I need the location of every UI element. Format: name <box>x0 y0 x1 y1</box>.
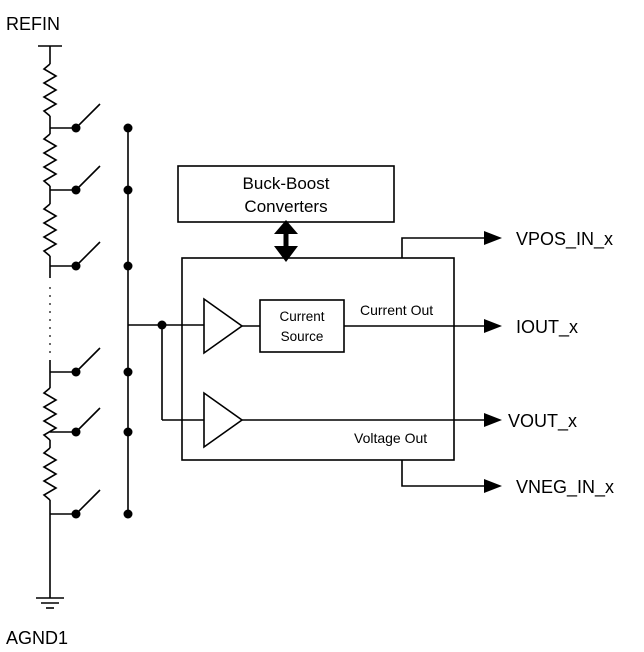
current-source-label-line2: Source <box>281 329 324 344</box>
junction-dot <box>123 427 133 437</box>
switch-blade <box>75 347 101 373</box>
switch-blade <box>75 241 101 267</box>
vneg-in-label: VNEG_IN_x <box>516 477 614 498</box>
switch-blade <box>75 489 101 515</box>
vpos-in-label: VPOS_IN_x <box>516 229 613 250</box>
buck-boost-label-line2: Converters <box>244 197 327 216</box>
current-amplifier <box>203 297 244 355</box>
vout-label: VOUT_x <box>508 411 577 432</box>
ladder-continuation-dots <box>49 287 51 353</box>
voltage-out-label: Voltage Out <box>354 430 427 446</box>
bidirectional-arrow-up-head <box>274 220 298 234</box>
resistor <box>42 63 58 117</box>
switch-blade <box>75 165 101 191</box>
vpos-arrow-head <box>484 231 502 245</box>
iout-label: IOUT_x <box>516 317 578 338</box>
vneg-wire <box>401 460 484 487</box>
junction-dot <box>71 185 81 195</box>
resistor <box>42 447 58 501</box>
current-out-label: Current Out <box>360 302 433 318</box>
junction-dot <box>71 261 81 271</box>
junction-dot <box>71 509 81 519</box>
resistor <box>42 133 58 187</box>
junction-dot <box>123 509 133 519</box>
junction-dot <box>123 123 133 133</box>
junction-dot <box>71 367 81 377</box>
junction-dot <box>71 123 81 133</box>
agnd1-label: AGND1 <box>6 628 68 648</box>
vout-arrow-head <box>484 413 502 427</box>
refin-label: REFIN <box>6 14 60 34</box>
resistor <box>42 203 58 257</box>
voltage-amplifier <box>203 391 244 449</box>
current-source-label-line1: Current <box>279 309 324 324</box>
bidirectional-arrow-down-head <box>274 246 298 262</box>
driver-block <box>181 257 455 461</box>
switch-blade <box>75 103 101 129</box>
switch-blade <box>75 407 101 433</box>
junction-dot <box>123 185 133 195</box>
junction-dot <box>71 427 81 437</box>
current-source-block <box>259 299 345 353</box>
buck-boost-label-line1: Buck-Boost <box>243 174 330 193</box>
iout-arrow-head <box>484 319 502 333</box>
vneg-arrow-head <box>484 479 502 493</box>
vpos-wire <box>401 237 484 258</box>
junction-dot <box>123 261 133 271</box>
resistor <box>42 387 58 441</box>
junction-dot <box>123 367 133 377</box>
junction-dot <box>157 320 167 330</box>
